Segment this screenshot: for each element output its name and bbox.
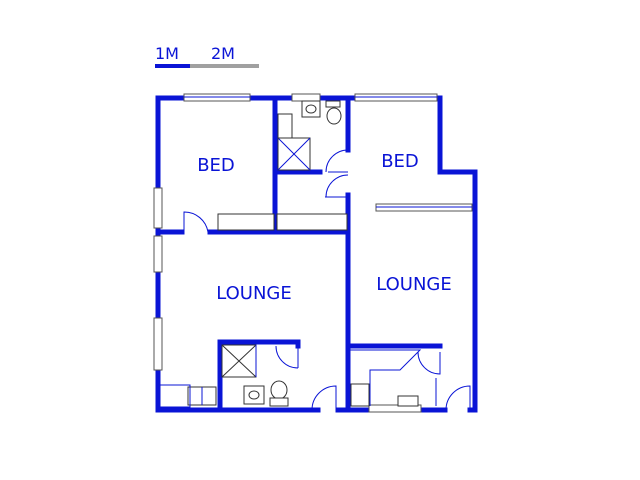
doors <box>183 149 471 411</box>
scale-bar: 1M 2M <box>155 44 259 68</box>
room-label-lounge-right: LOUNGE <box>376 274 452 295</box>
window-top-bath <box>291 93 321 102</box>
door-bath-left <box>275 345 299 369</box>
bath-top-fixtures <box>217 100 348 231</box>
door-bed-left <box>183 211 209 233</box>
scale-label-1m: 1M <box>155 44 179 63</box>
kitchen-right-fixtures <box>350 349 437 407</box>
room-label-bed-right: BED <box>381 151 419 172</box>
door-front-left <box>311 385 337 411</box>
room-label-bed-left: BED <box>197 155 235 176</box>
room-labels: BED BED LOUNGE LOUNGE <box>197 151 452 304</box>
door-front-right <box>445 385 471 411</box>
door-bath-top <box>325 174 349 198</box>
scale-label-2m: 2M <box>211 44 235 63</box>
kitchen-sink-right <box>350 383 370 407</box>
toilet-top <box>326 107 342 125</box>
window-left-bed <box>153 187 163 229</box>
door-kitchen-right <box>417 351 441 375</box>
room-label-lounge-left: LOUNGE <box>216 283 292 304</box>
counter-left <box>159 384 191 408</box>
bath-left-fixtures <box>159 344 289 408</box>
right-unit-exterior-wall <box>317 95 478 413</box>
window-bottom-right <box>368 404 422 413</box>
door-shower-top <box>325 149 349 173</box>
windows <box>153 93 473 413</box>
window-left-lounge-lower <box>153 317 163 371</box>
toilet-left <box>270 380 288 400</box>
window-left-lounge-upper <box>153 235 163 273</box>
walls <box>155 95 478 413</box>
